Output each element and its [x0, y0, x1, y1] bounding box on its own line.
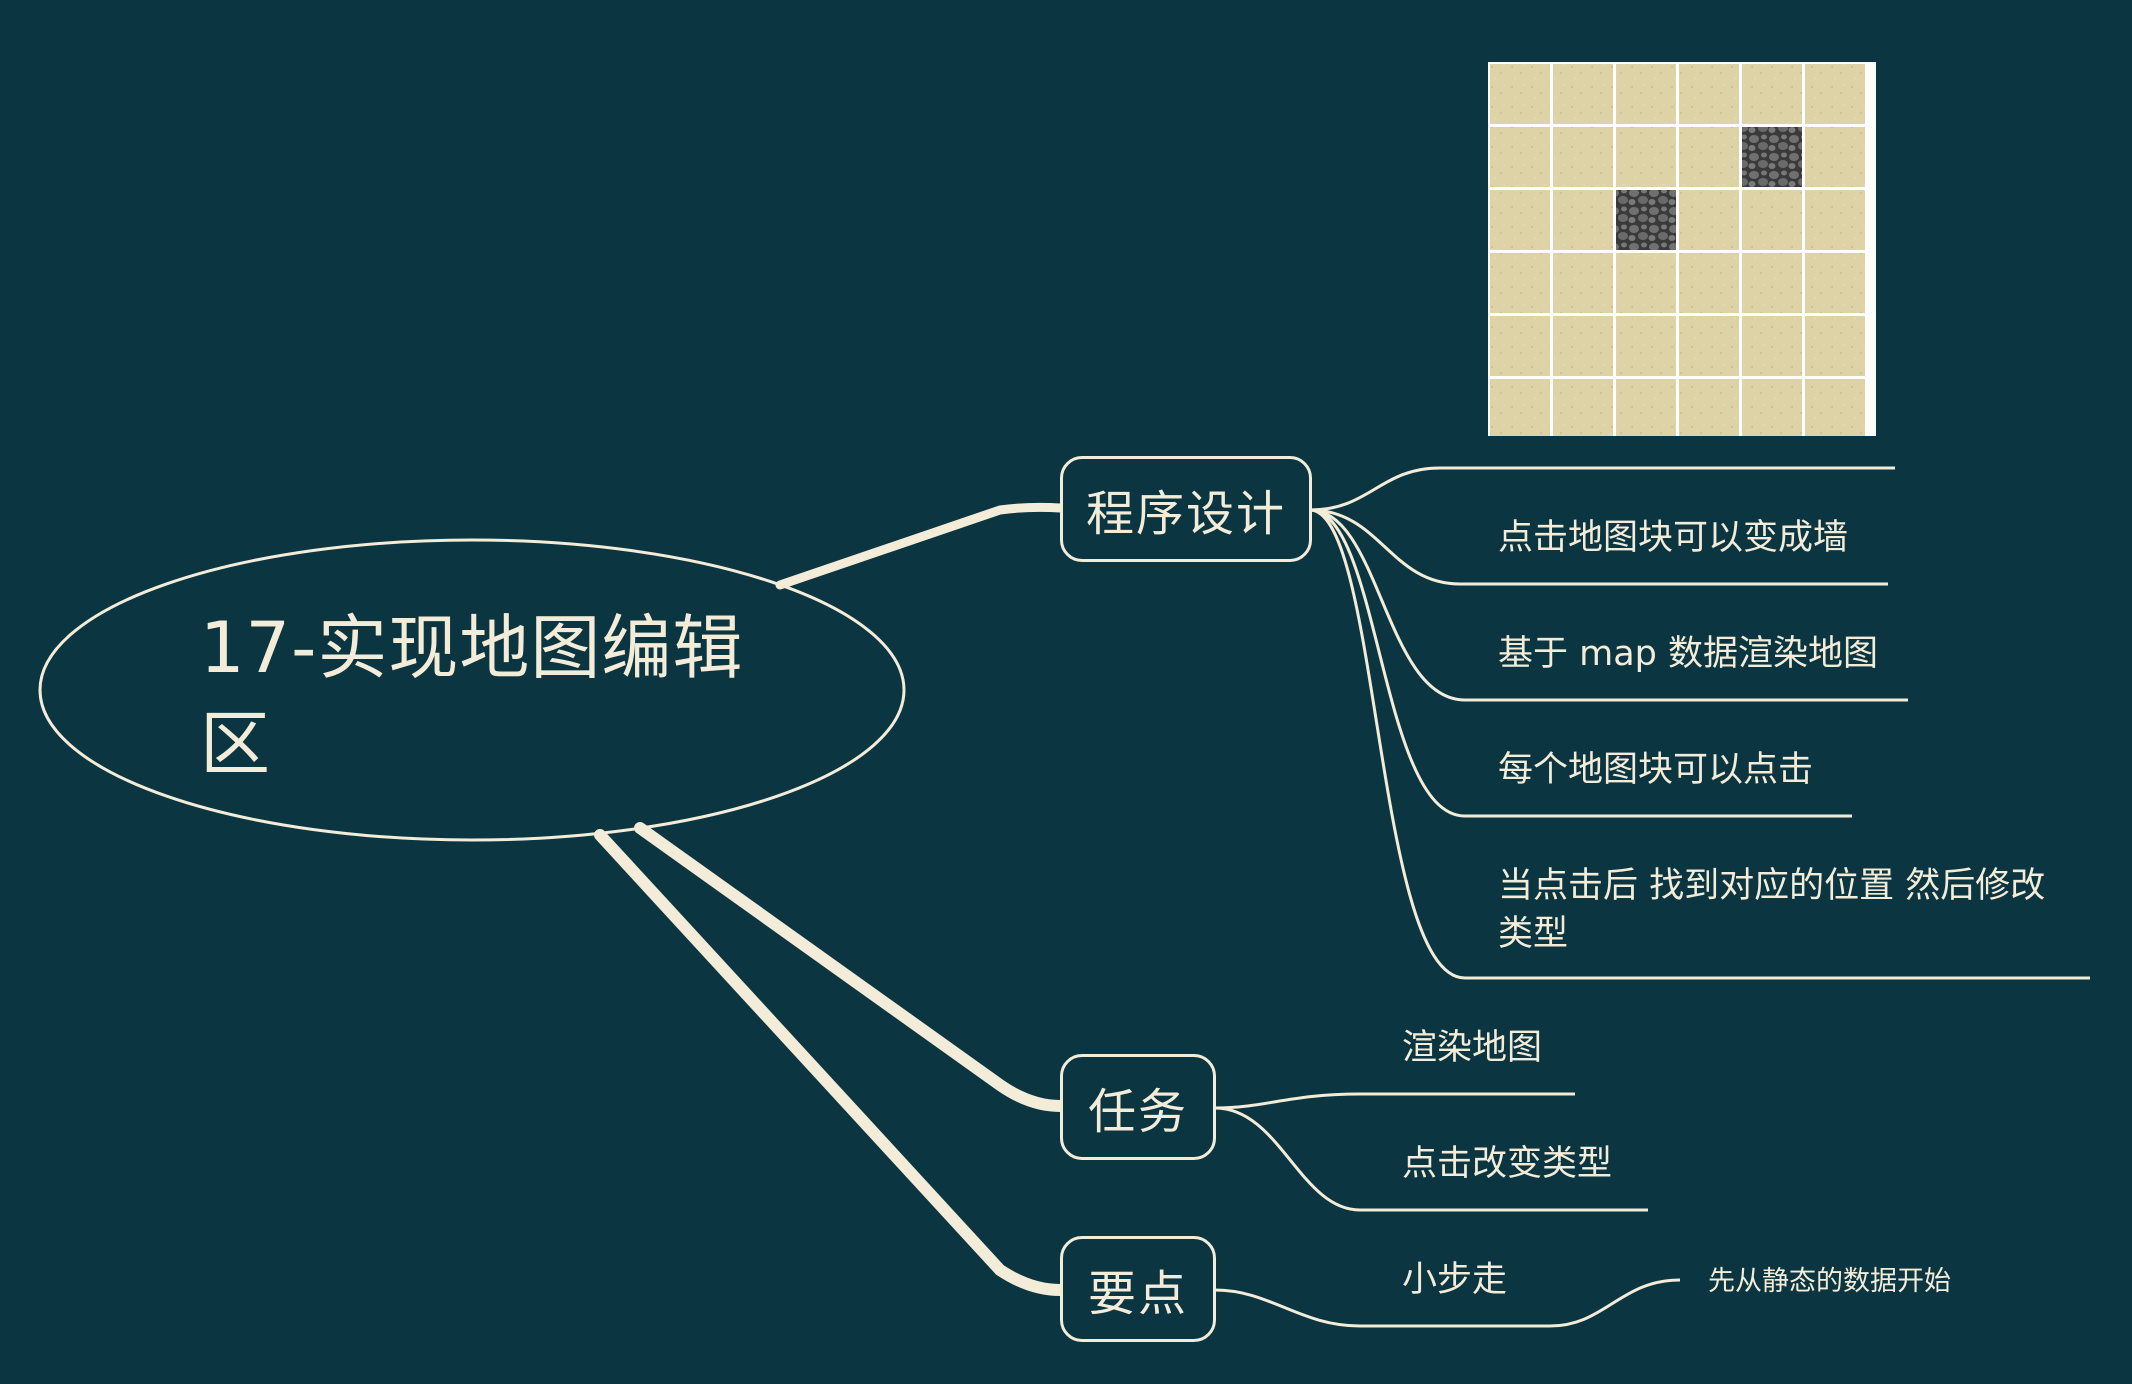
topic-program-design[interactable]: 程序设计	[1060, 456, 1312, 562]
sand-tile[interactable]	[1805, 379, 1865, 436]
sand-tile[interactable]	[1742, 64, 1802, 124]
sand-tile[interactable]	[1742, 316, 1802, 376]
sand-tile[interactable]	[1616, 316, 1676, 376]
topic-key-points-label: 要点	[1087, 1266, 1188, 1322]
map-grid-image	[1488, 62, 1876, 436]
branch-line-program-design	[775, 502, 1065, 590]
sand-tile[interactable]	[1616, 379, 1676, 436]
sand-tile[interactable]	[1805, 253, 1865, 313]
sand-tile[interactable]	[1490, 190, 1550, 250]
sand-tile[interactable]	[1805, 127, 1865, 187]
topic-key-points[interactable]: 要点	[1060, 1236, 1216, 1342]
sand-tile[interactable]	[1553, 127, 1613, 187]
program-item-2[interactable]: 基于 map 数据渲染地图	[1498, 634, 1879, 674]
central-topic-outline	[38, 538, 906, 842]
sub-line-2	[1309, 508, 1888, 586]
sand-tile[interactable]	[1553, 379, 1613, 436]
task-line-1	[1214, 1092, 1575, 1110]
sub-line-3	[1309, 508, 1908, 702]
keypoint-sub-item[interactable]: 先从静态的数据开始	[1708, 1266, 1951, 1297]
program-item-1[interactable]: 点击地图块可以变成墙	[1498, 518, 1849, 558]
sand-tile[interactable]	[1490, 316, 1550, 376]
sand-tile[interactable]	[1553, 190, 1613, 250]
sand-tile[interactable]	[1679, 127, 1739, 187]
sand-tile[interactable]	[1805, 64, 1865, 124]
sand-tile[interactable]	[1553, 316, 1613, 376]
topic-tasks[interactable]: 任务	[1060, 1054, 1216, 1160]
sand-tile[interactable]	[1679, 64, 1739, 124]
sand-tile[interactable]	[1742, 379, 1802, 436]
sub-line-4	[1309, 508, 1852, 818]
branch-line-key-points	[594, 829, 1066, 1296]
task-line-2	[1214, 1106, 1648, 1212]
sand-tile[interactable]	[1679, 253, 1739, 313]
program-item-4[interactable]: 当点击后 找到对应的位置 然后修改类型	[1498, 866, 2046, 954]
sand-tile[interactable]	[1553, 64, 1613, 124]
sand-tile[interactable]	[1490, 64, 1550, 124]
sand-tile[interactable]	[1805, 316, 1865, 376]
sand-tile[interactable]	[1616, 253, 1676, 313]
central-topic-title[interactable]: 17-实现地图编辑区	[200, 607, 744, 785]
topic-program-design-label: 程序设计	[1085, 486, 1286, 542]
sub-line-1	[1309, 466, 1895, 512]
task-item-1[interactable]: 渲染地图	[1402, 1028, 1543, 1068]
sand-tile[interactable]	[1742, 253, 1802, 313]
sand-tile[interactable]	[1805, 190, 1865, 250]
task-item-2[interactable]: 点击改变类型	[1402, 1144, 1613, 1184]
topic-tasks-label: 任务	[1087, 1084, 1188, 1140]
sand-tile[interactable]	[1616, 64, 1676, 124]
sand-tile[interactable]	[1490, 253, 1550, 313]
branch-line-tasks	[634, 822, 1066, 1112]
keypoint-line-1	[1214, 1278, 1681, 1328]
sand-tile[interactable]	[1490, 379, 1550, 436]
wall-tile[interactable]	[1616, 190, 1676, 250]
sand-tile[interactable]	[1490, 127, 1550, 187]
sand-tile[interactable]	[1679, 379, 1739, 436]
sand-tile[interactable]	[1553, 253, 1613, 313]
sand-tile[interactable]	[1616, 127, 1676, 187]
sub-line-5	[1309, 508, 2090, 980]
sand-tile[interactable]	[1679, 316, 1739, 376]
sand-tile[interactable]	[1679, 190, 1739, 250]
sand-tile[interactable]	[1742, 190, 1802, 250]
program-item-3[interactable]: 每个地图块可以点击	[1498, 750, 1814, 790]
keypoint-item-1[interactable]: 小步走	[1402, 1260, 1508, 1300]
wall-tile[interactable]	[1742, 127, 1802, 187]
